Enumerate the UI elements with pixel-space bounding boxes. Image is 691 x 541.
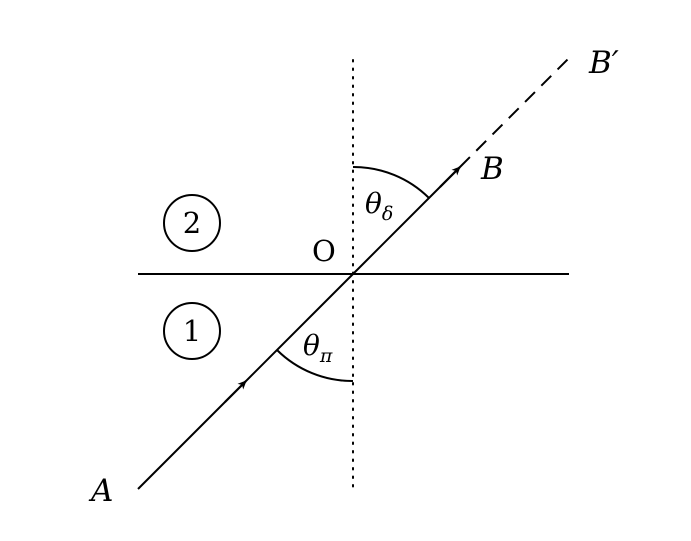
region-marker-lower xyxy=(163,302,221,360)
point-b-label: B xyxy=(480,151,504,187)
angle-arc-upper xyxy=(352,165,430,199)
region-marker-upper xyxy=(163,194,221,252)
point-a-label: A xyxy=(88,473,113,509)
region-label-upper: 2 xyxy=(183,206,201,240)
refracted-ray-arrow xyxy=(439,166,461,188)
angle-label-upper: θδ xyxy=(365,187,393,225)
point-b-prime-label: B′ xyxy=(588,45,619,81)
region-label-lower: 1 xyxy=(183,314,201,348)
incident-ray-arrow xyxy=(224,380,247,403)
angle-label-lower: θπ xyxy=(303,329,333,367)
extension-ray xyxy=(459,55,572,168)
angle-arc-lower xyxy=(276,349,354,383)
origin-label: O xyxy=(312,234,336,268)
